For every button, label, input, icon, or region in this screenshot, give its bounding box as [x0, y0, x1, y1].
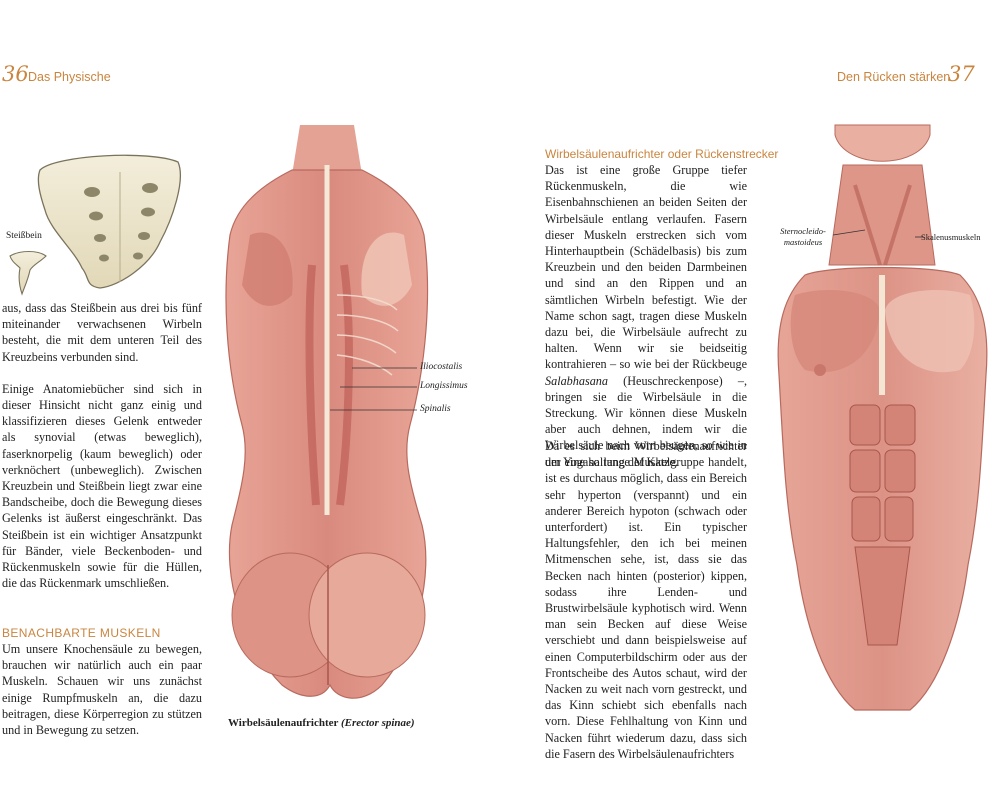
right-section-heading: Wirbelsäulenaufrichter oder Rückenstreck…: [545, 147, 779, 161]
front-torso: [777, 266, 988, 711]
label-sternocleidomastoideus: Sternocleido-mastoideus: [780, 226, 826, 247]
page-number-left: 36: [2, 62, 29, 86]
label-longissimus: Longissimus: [420, 381, 468, 391]
sacrum-illustration: [9, 154, 182, 296]
front-neck: [828, 164, 936, 266]
page-number-right: 37: [948, 62, 975, 86]
label-spinalis: Spinalis: [420, 404, 451, 414]
label-skalenusmuskeln: Skalenusmuskeln: [921, 232, 981, 242]
left-section-heading: BENACHBARTE MUSKELN: [2, 626, 161, 640]
caption-italic: (Erector spinae): [340, 717, 415, 729]
right-paragraph-2: Da es sich beim Wirbelsäulenaufrichter u…: [545, 439, 747, 761]
caption-main: Wirbelsäulenaufrichter: [228, 717, 341, 729]
sacrum-label: Steißbein: [6, 231, 42, 241]
coccyx-bone: [9, 250, 47, 296]
right-paragraph-1: Das ist eine große Gruppe tiefer Rückenm…: [545, 162, 747, 470]
left-column-text: aus, dass das Steißbein aus drei bis fün…: [2, 300, 202, 591]
right-para1-part-a: Das ist eine große Gruppe tiefer Rückenm…: [545, 163, 747, 372]
figure-caption: Wirbelsäulenaufrichter (Erector spinae): [228, 717, 415, 729]
label-iliocostalis: Iliocostalis: [420, 362, 463, 372]
right-para1-italic: Salabhasana: [545, 373, 608, 388]
left-paragraph-3: Um unsere Knochensäule zu bewegen, brauc…: [2, 642, 202, 738]
left-paragraph-1: aus, dass das Steißbein aus drei bis fün…: [2, 301, 202, 364]
running-head-right: Den Rücken stärken: [837, 70, 951, 84]
sacrum-bone: [37, 154, 182, 289]
back-muscle-illustration: [225, 125, 429, 699]
front-muscle-illustration: [777, 124, 988, 711]
left-paragraph-2: Einige Anatomiebücher sind sich in diese…: [2, 381, 202, 591]
right-para1-part-b: (Heuschreckenpose) –, bringen sie die Wi…: [545, 373, 747, 469]
running-head-left: Das Physische: [28, 70, 111, 84]
